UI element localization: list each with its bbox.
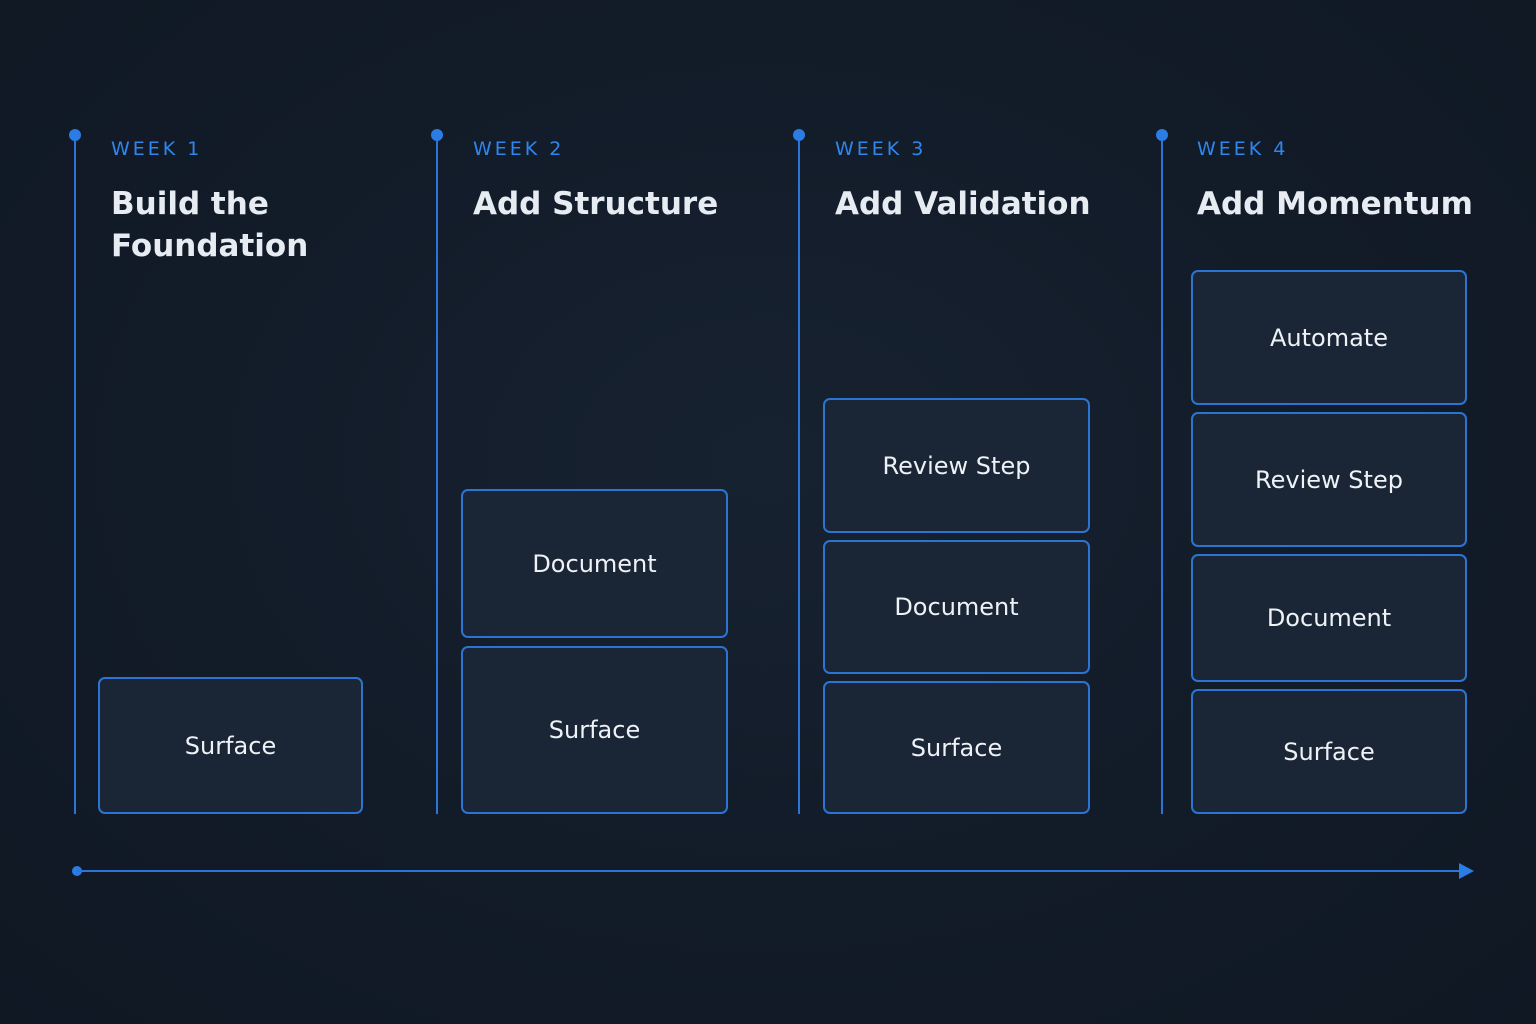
week-1-block-surface: Surface	[98, 677, 363, 814]
week-4-line	[1161, 135, 1163, 814]
week-2-title: Add Structure	[473, 183, 773, 225]
block-label: Automate	[1270, 323, 1388, 352]
week-3-title: Add Validation	[835, 183, 1135, 225]
week-3-block-surface: Surface	[823, 681, 1090, 814]
arrow-right-icon	[1459, 863, 1474, 879]
block-label: Document	[1266, 604, 1392, 632]
week-4-block-review-step: Review Step	[1191, 412, 1467, 547]
week-2-block-surface: Surface	[461, 646, 728, 814]
block-label: Surface	[1283, 737, 1375, 766]
week-4-block-surface: Surface	[1191, 689, 1467, 814]
week-4-block-automate: Automate	[1191, 270, 1467, 405]
week-4-label: WEEK 4	[1197, 138, 1289, 160]
week-2-title-line-1: Add Structure	[473, 186, 719, 222]
week-3-line	[798, 135, 800, 814]
block-label: Surface	[910, 733, 1003, 762]
week-2-block-document: Document	[461, 489, 728, 638]
week-3-label: WEEK 3	[835, 138, 927, 160]
week-1-title-line-1: Build the	[111, 186, 269, 222]
week-3-block-document: Document	[823, 540, 1090, 674]
week-3-dot	[793, 129, 805, 141]
week-3-block-review-step: Review Step	[823, 398, 1090, 533]
week-4-title-line-1: Add Momentum	[1197, 186, 1473, 222]
block-label: Surface	[184, 731, 277, 760]
week-4-title: Add Momentum	[1197, 183, 1497, 225]
week-3-title-line-1: Add Validation	[835, 186, 1091, 222]
block-label: Review Step	[1255, 465, 1403, 494]
week-1-title-line-2: Foundation	[111, 228, 309, 264]
week-2-dot	[431, 129, 443, 141]
block-label: Surface	[548, 716, 641, 744]
week-1-line	[74, 135, 76, 814]
week-1-label: WEEK 1	[111, 138, 203, 160]
week-1-title: Build the Foundation	[111, 183, 411, 267]
block-label: Document	[532, 549, 657, 578]
block-label: Document	[894, 593, 1019, 621]
week-1-dot	[69, 129, 81, 141]
week-2-line	[436, 135, 438, 814]
week-4-block-document: Document	[1191, 554, 1467, 682]
week-4-dot	[1156, 129, 1168, 141]
block-label: Review Step	[882, 451, 1031, 480]
week-2-label: WEEK 2	[473, 138, 565, 160]
